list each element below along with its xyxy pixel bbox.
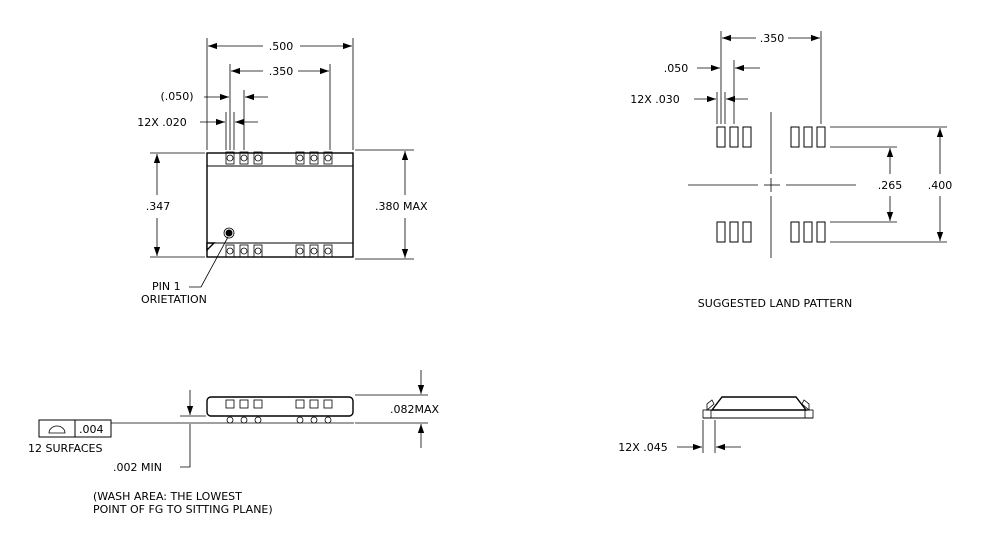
land-dim-pitch: .050 — [664, 62, 689, 75]
dim-pitch: (.050) — [160, 90, 193, 103]
package-body — [206, 152, 354, 258]
dim-lead-width: 12X .020 — [137, 116, 187, 129]
wash-note-line2: POINT OF FG TO SITTING PLANE) — [93, 503, 273, 516]
flatness-value: .004 — [79, 423, 104, 436]
top-view: .500 .350 (.050) 12X .020 .347 .380 MAX — [137, 38, 428, 306]
side-profile — [206, 396, 354, 417]
land-pattern-view: .350 .050 12X .030 .265 .400 SUGGESTED L… — [630, 31, 952, 310]
side-view: .004 12 SURFACES .082MAX .002 MIN (WASH … — [28, 370, 440, 516]
pin1-label-line1: PIN 1 — [152, 280, 181, 293]
top-leads — [225, 151, 333, 165]
dim-width: .500 — [269, 40, 294, 53]
bottom-leads — [225, 244, 333, 258]
side-leads — [225, 399, 333, 424]
land-dim-outer: .400 — [928, 179, 953, 192]
dim-body-height: .347 — [146, 200, 171, 213]
pin1-marker — [225, 229, 233, 237]
land-dim-pad-width: 12X .030 — [630, 93, 680, 106]
land-dim-span: .350 — [760, 32, 785, 45]
dim-overall-height: .380 MAX — [375, 200, 428, 213]
side-dim-height: .082MAX — [390, 403, 440, 416]
flatness-symbol-icon — [48, 425, 66, 434]
end-view: 12X .045 — [618, 396, 814, 454]
dim-pitch-span: .350 — [269, 65, 294, 78]
end-dim-lead: 12X .045 — [618, 441, 668, 454]
land-pads — [716, 126, 826, 243]
land-dim-inner: .265 — [878, 179, 903, 192]
flatness-note: 12 SURFACES — [28, 442, 102, 455]
pin1-label-line2: ORIETATION — [141, 293, 207, 306]
wash-note-line1: (WASH AREA: THE LOWEST — [93, 490, 242, 503]
end-profile — [710, 396, 808, 411]
land-pattern-caption: SUGGESTED LAND PATTERN — [698, 297, 852, 310]
side-dim-standoff: .002 MIN — [113, 461, 162, 474]
